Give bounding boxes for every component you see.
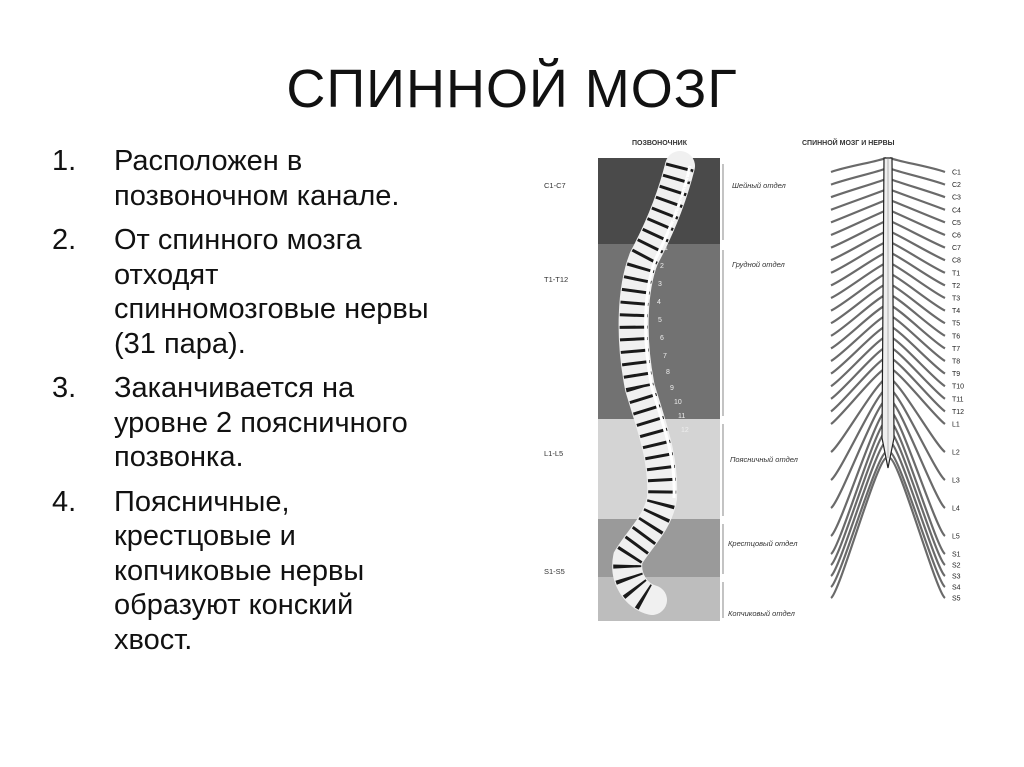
nerve-label: C4 [952, 207, 961, 214]
nerve-label: T8 [952, 359, 960, 366]
nerve-label: S3 [952, 574, 961, 581]
nerve-label: C5 [952, 220, 961, 227]
nerve-label: L1 [952, 422, 960, 429]
point-number: 2. [52, 224, 77, 256]
section-cervical: Шейный отдел [732, 181, 787, 190]
svg-text:5: 5 [676, 207, 680, 214]
spine-heading: ПОЗВОНОЧНИК [632, 140, 688, 147]
section-labels: Шейный отдел Грудной отдел Поясничный от… [728, 181, 799, 618]
nerve-label: T6 [952, 333, 960, 340]
spine-diagram-svg: ПОЗВОНОЧНИК СПИННОЙ МОЗГ И НЕРВЫ 1 2 3 4… [544, 138, 964, 621]
nerve-label: L5 [952, 534, 960, 541]
svg-text:1: 1 [664, 245, 668, 252]
section-thoracic: Грудной отдел [732, 260, 786, 269]
nerve-label: T4 [952, 308, 960, 315]
cord-heading: СПИННОЙ МОЗГ И НЕРВЫ [802, 138, 895, 147]
svg-text:4: 4 [680, 197, 684, 204]
nerve-label: T9 [952, 371, 960, 378]
slide-title: СПИННОЙ МОЗГ [286, 59, 738, 119]
range-label-thoracic: T1-T12 [544, 275, 568, 284]
svg-text:11: 11 [678, 413, 685, 420]
svg-text:3: 3 [683, 187, 687, 194]
nerve-label: C7 [952, 245, 961, 252]
nerve-label: T3 [952, 296, 960, 303]
list-item: 1. Расположен в позвоночном канале. [52, 144, 532, 213]
point-number: 4. [52, 485, 77, 518]
svg-text:10: 10 [674, 399, 682, 406]
band-thoracic [598, 244, 720, 419]
nerve-label: S1 [952, 552, 961, 559]
nerve-label: T5 [952, 321, 960, 328]
nerve-label: T7 [952, 346, 960, 353]
range-label-lumbar: L1-L5 [544, 449, 563, 458]
list-item: 3. Заканчивается на уровне 2 поясничного… [52, 371, 532, 475]
point-text: От спинного мозга отходят спинномозговые… [114, 224, 429, 360]
nerve-label: L2 [952, 450, 960, 457]
nerve-label: T1 [952, 270, 960, 277]
vertebral-column [612, 151, 695, 615]
svg-text:2: 2 [660, 263, 664, 270]
nerve-label: T10 [952, 384, 964, 391]
svg-text:5: 5 [658, 317, 662, 324]
point-text: Заканчивается на уровне 2 поясничного по… [114, 372, 408, 473]
svg-text:7: 7 [663, 353, 667, 360]
nerve-label: C6 [952, 233, 961, 240]
nerve-label: S2 [952, 563, 961, 570]
range-label-cervical: C1-C7 [544, 181, 566, 190]
point-number: 3. [52, 372, 77, 404]
nerve-label: C2 [952, 182, 961, 189]
nerve-label: T11 [952, 396, 964, 403]
list-item: 2. От спинного мозга отходят спинномозго… [52, 223, 532, 361]
range-label-sacral: S1-S5 [544, 567, 565, 576]
svg-text:1: 1 [688, 167, 692, 174]
nerve-label: L4 [952, 506, 960, 513]
svg-text:6: 6 [660, 335, 664, 342]
nerve-label: T2 [952, 283, 960, 290]
svg-text:12: 12 [681, 427, 689, 434]
nerve-label: S4 [952, 585, 961, 592]
svg-text:8: 8 [666, 369, 670, 376]
nerve-label: L3 [952, 478, 960, 485]
nerve-label: S5 [952, 596, 961, 603]
nerve-roots [830, 156, 946, 599]
point-number: 1. [52, 145, 77, 177]
nerve-labels: C1C2C3C4C5C6C7C8T1T2T3T4T5T6T7T8T9T10T11… [952, 170, 964, 603]
svg-text:7: 7 [668, 227, 672, 234]
svg-text:4: 4 [657, 299, 661, 306]
nerve-label: T12 [952, 409, 964, 416]
nerve-label: C8 [952, 258, 961, 265]
nerve-label: C1 [952, 170, 961, 177]
spinal-cord [830, 156, 946, 599]
svg-text:6: 6 [672, 217, 676, 224]
point-text: Поясничные, крестцовые и копчиковые нерв… [114, 485, 365, 656]
section-lumbar: Поясничный отдел [730, 455, 799, 464]
section-sacral: Крестцовый отдел [728, 539, 798, 548]
svg-text:9: 9 [670, 385, 674, 392]
section-coccygeal: Копчиковый отдел [728, 609, 796, 618]
svg-text:3: 3 [658, 281, 662, 288]
range-labels: C1-C7 T1-T12 L1-L5 S1-S5 [544, 181, 568, 576]
nerve-label: C3 [952, 195, 961, 202]
vertebra-numbers: 1 2 3 4 5 6 7 1 2 3 4 5 6 7 8 9 10 11 12 [657, 167, 692, 434]
point-list: 1. Расположен в позвоночном канале. 2. О… [52, 144, 532, 667]
svg-text:2: 2 [686, 177, 690, 184]
point-text: Расположен в позвоночном канале. [114, 145, 400, 212]
spine-illustration: ПОЗВОНОЧНИК СПИННОЙ МОЗГ И НЕРВЫ 1 2 3 4… [540, 128, 1010, 648]
list-item: 4. Поясничные, крестцовые и копчиковые н… [52, 485, 532, 658]
